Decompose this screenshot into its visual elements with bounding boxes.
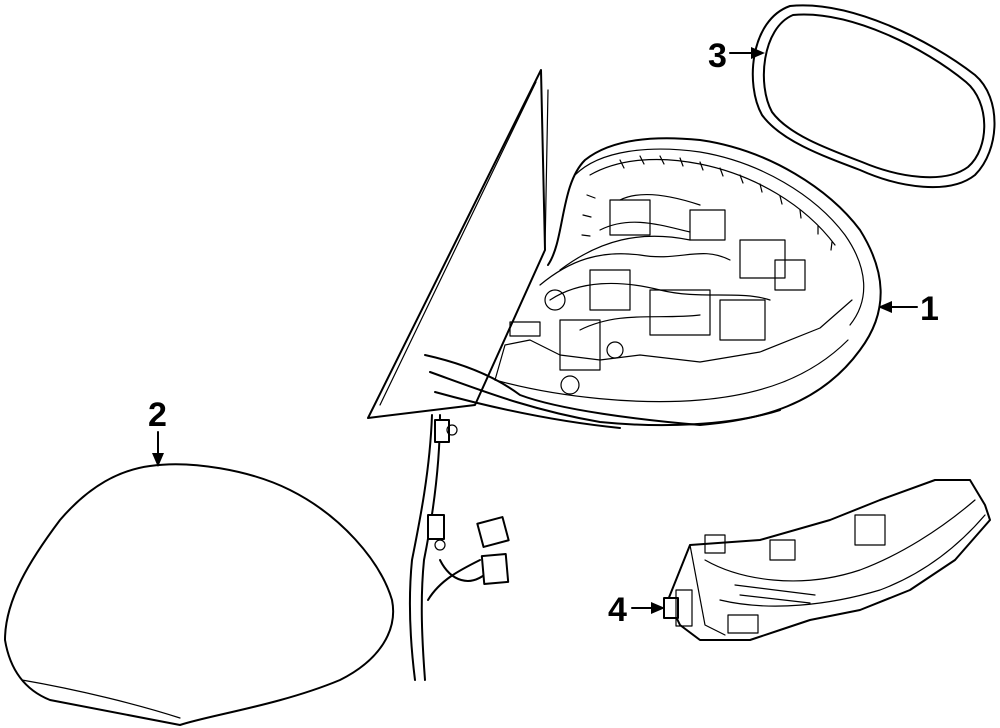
- mirror-cover-part[interactable]: [4, 463, 395, 726]
- callout-3: 3: [708, 37, 727, 75]
- mirror-assembly-part[interactable]: [367, 69, 882, 681]
- callout-2: 2: [148, 396, 167, 434]
- callout-1: 1: [920, 290, 939, 328]
- mirror-glass-part[interactable]: [751, 4, 996, 189]
- callout-4: 4: [608, 591, 627, 629]
- turn-signal-lamp-part[interactable]: [663, 479, 991, 641]
- callout-leaders: [152, 47, 918, 614]
